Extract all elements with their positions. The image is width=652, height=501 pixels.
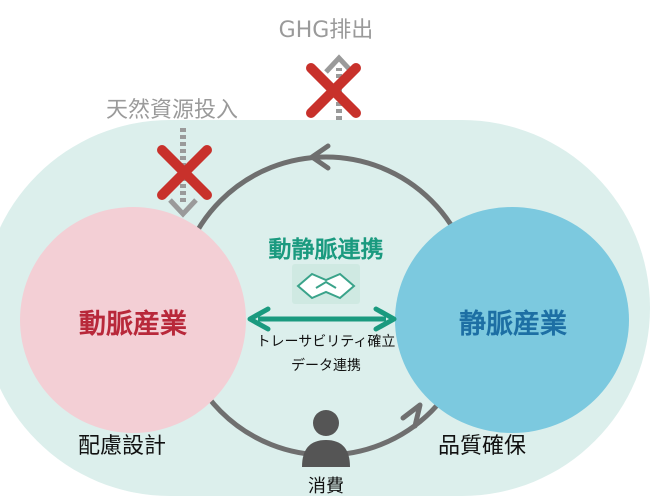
consumption-label: 消費	[308, 476, 344, 497]
data-link-label: データ連携	[291, 358, 361, 374]
ghg-emission-arrow	[324, 54, 354, 120]
traceability-label: トレーサビリティ確立	[256, 334, 396, 350]
ghg-emission-label: GHG排出	[278, 18, 374, 43]
quality-assurance-label: 品質確保	[438, 434, 527, 459]
natural-resource-label: 天然資源投入	[106, 98, 239, 123]
venous-industry-circle	[395, 207, 629, 433]
cross-icon	[157, 145, 212, 200]
arrow-head-icon	[400, 402, 423, 429]
arterial-industry-circle	[20, 207, 246, 433]
person-icon	[302, 410, 350, 467]
data-link-double-arrow	[247, 306, 397, 332]
design-consideration-label: 配慮設計	[78, 434, 167, 459]
handshake-icon	[292, 264, 360, 304]
arterial-venous-link-label: 動静脈連携	[268, 237, 384, 263]
arterial-industry-label: 動脈産業	[79, 309, 187, 340]
arrow-head-icon	[309, 143, 331, 171]
venous-industry-label: 静脈産業	[459, 309, 567, 340]
cross-icon	[306, 63, 361, 118]
